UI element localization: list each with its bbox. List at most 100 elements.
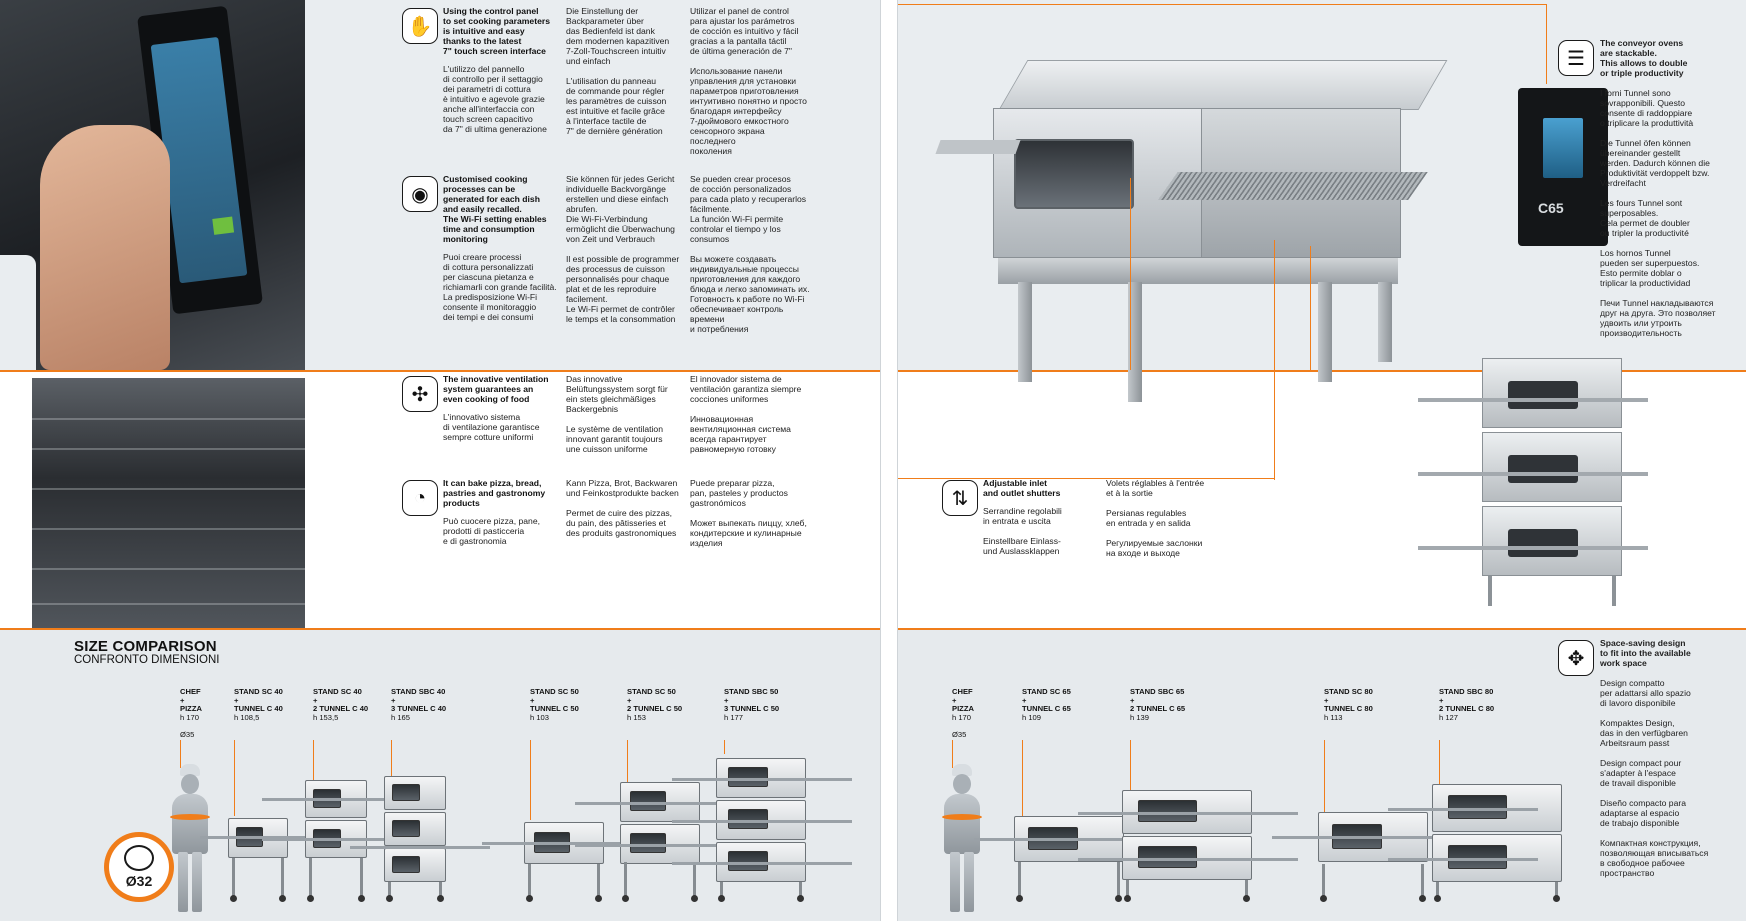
feature-2-es-ru: Se pueden crear procesos de cocción pers…	[690, 174, 815, 344]
space-saving-ru: Компактная конструкция, позволяющая впис…	[1600, 838, 1709, 878]
feature-2-en-it: Customised cooking processes can be gene…	[443, 174, 558, 332]
oven-sbc65-double	[1122, 790, 1252, 902]
feature-3-en-it: The innovative ventilation system guaran…	[443, 374, 558, 452]
shutter-arrows-icon: ⇅	[942, 480, 978, 516]
stackable-de: Die Tunnel öfen können übereinander gest…	[1600, 138, 1710, 188]
feature-4-ru: Может выпекать пиццу, хлеб, кондитерские…	[690, 518, 807, 548]
stackable-text: The conveyor ovens are stackable. This a…	[1600, 38, 1740, 348]
feature-3-es-ru: El innovador sistema de ventilación gara…	[690, 374, 810, 464]
chef-figure-right	[940, 764, 984, 914]
tunnel-oven-illustration	[935, 60, 1458, 420]
shutters-en-it: Adjustable inlet and outlet shutters Ser…	[983, 478, 1098, 566]
feature-1-de: Die Einstellung der Backparameter über d…	[566, 6, 670, 66]
space-saving-es: Diseño compacto para adaptarse al espaci…	[1600, 798, 1686, 828]
panel-brand: C65	[1538, 200, 1564, 216]
stacked-ovens-illustration	[1418, 358, 1648, 608]
fan-ventilation-icon: ✣	[402, 376, 438, 412]
feature-1-es-ru: Utilizar el panel de control para ajusta…	[690, 6, 810, 166]
shutters-it: Serrandine regolabili in entrata e uscit…	[983, 506, 1062, 526]
space-saving-title: Space-saving design to fit into the avai…	[1600, 638, 1691, 668]
space-saving-text: Space-saving design to fit into the avai…	[1600, 638, 1740, 888]
pizza-size-badge: Ø32	[104, 832, 174, 902]
feature-1-it: L'utilizzo del pannello di controllo per…	[443, 64, 547, 134]
feature-4-fr: Permet de cuire des pizzas, du pain, des…	[566, 508, 677, 538]
feature-3-ru: Инновационная вентиляционная система все…	[690, 414, 791, 454]
stackable-it: I forni Tunnel sono sovrapponibili. Ques…	[1600, 88, 1694, 128]
conveyor-belt-photo	[32, 378, 305, 628]
oven-sc80-single	[1318, 812, 1428, 902]
space-saving-fr: Design compact pour s'adapter à l'espace…	[1600, 758, 1682, 788]
chef-figure	[168, 764, 212, 914]
oven-sc50-double	[620, 782, 700, 902]
feature-1-fr: L'utilisation du panneau de commande pou…	[566, 76, 667, 136]
space-saving-icon: ✥	[1558, 640, 1594, 676]
feature-3-de-fr: Das innovative Belüftungssystem sorgt fü…	[566, 374, 684, 464]
oven-control-panel: C65	[1518, 88, 1608, 246]
control-screen	[1543, 118, 1583, 178]
size-comparison-title: SIZE COMPARISON	[74, 638, 217, 655]
left-page: ✋ Using the control panel to set cooking…	[0, 0, 880, 921]
size-comparison-subtitle: CONFRONTO DIMENSIONI	[74, 654, 220, 666]
feature-3-title: The innovative ventilation system guaran…	[443, 374, 549, 404]
pizza-icon	[124, 845, 154, 871]
panel-green-button	[212, 216, 235, 235]
feature-3-es: El innovador sistema de ventilación gara…	[690, 374, 802, 404]
oven-sc50-single	[524, 822, 604, 902]
stacked-ovens-icon: ☰	[1558, 40, 1594, 76]
feature-2-it: Puoi creare processi di cottura personal…	[443, 252, 557, 322]
oven-sc40-single	[228, 818, 288, 902]
stackable-es: Los hornos Tunnel pueden ser superpuesto…	[1600, 248, 1700, 288]
stackable-ru: Печи Tunnel накладываются друг на друга.…	[1600, 298, 1716, 338]
oven-sc40-double	[305, 780, 367, 902]
oven-sbc40-triple	[384, 776, 446, 902]
wifi-settings-icon: ◉	[402, 176, 438, 212]
feature-3-de: Das innovative Belüftungssystem sorgt fü…	[566, 374, 668, 414]
hand-shape	[40, 125, 170, 370]
orange-rule-bottom	[0, 628, 880, 630]
right-page: C65 ☰ The conveyor ovens are stackable. …	[898, 0, 1746, 921]
feature-3-it: L'innovativo sistema di ventilazione gar…	[443, 412, 540, 442]
feature-2-de: Sie können für jedes Gericht individuell…	[566, 174, 675, 244]
feature-1-de-fr: Die Einstellung der Backparameter über d…	[566, 6, 681, 146]
shutters-fr: Volets réglables à l'entrée et à la sort…	[1106, 478, 1205, 498]
pizza-pastry-icon: ◔	[402, 480, 438, 516]
space-saving-it: Design compatto per adattarsi allo spazi…	[1600, 678, 1691, 708]
feature-1-en-it: Using the control panel to set cooking p…	[443, 6, 558, 144]
feature-4-en-it: It can bake pizza, bread, pastries and g…	[443, 478, 558, 556]
touch-panel-icon: ✋	[402, 8, 438, 44]
feature-2-ru: Вы можете создавать индивидуальные проце…	[690, 254, 810, 334]
shutters-title: Adjustable inlet and outlet shutters	[983, 478, 1061, 498]
feature-3-fr: Le système de ventilation innovant garan…	[566, 424, 663, 454]
shutters-de: Einstellbare Einlass- und Auslassklappen	[983, 536, 1061, 556]
feature-4-de-fr: Kann Pizza, Brot, Backwaren und Feinkost…	[566, 478, 684, 548]
shutters-fr-es-ru: Volets réglables à l'entrée et à la sort…	[1106, 478, 1226, 568]
feature-2-de-fr: Sie können für jedes Gericht individuell…	[566, 174, 684, 334]
orange-rule-top	[0, 370, 880, 372]
feature-4-es: Puede preparar pizza, pan, pasteles y pr…	[690, 478, 788, 508]
oven-sbc80-double	[1432, 784, 1562, 902]
shutters-ru: Регулируемые заслонки на входе и выходе	[1106, 538, 1203, 558]
feature-2-fr: Il est possible de programmer des proces…	[566, 254, 680, 324]
feature-1-title: Using the control panel to set cooking p…	[443, 6, 550, 56]
feature-2-es: Se pueden crear procesos de cocción pers…	[690, 174, 807, 244]
stackable-fr: Les fours Tunnel sont superposables. Cel…	[1600, 198, 1690, 238]
feature-4-es-ru: Puede preparar pizza, pan, pasteles y pr…	[690, 478, 810, 558]
stackable-title: The conveyor ovens are stackable. This a…	[1600, 38, 1688, 78]
feature-4-it: Può cuocere pizza, pane, prodotti di pas…	[443, 516, 540, 546]
space-saving-de: Kompaktes Design, das in den verfügbaren…	[1600, 718, 1688, 748]
feature-2-title: Customised cooking processes can be gene…	[443, 174, 547, 244]
feature-4-de: Kann Pizza, Brot, Backwaren und Feinkost…	[566, 478, 679, 498]
feature-4-title: It can bake pizza, bread, pastries and g…	[443, 478, 546, 508]
touch-panel-photo	[0, 0, 305, 370]
